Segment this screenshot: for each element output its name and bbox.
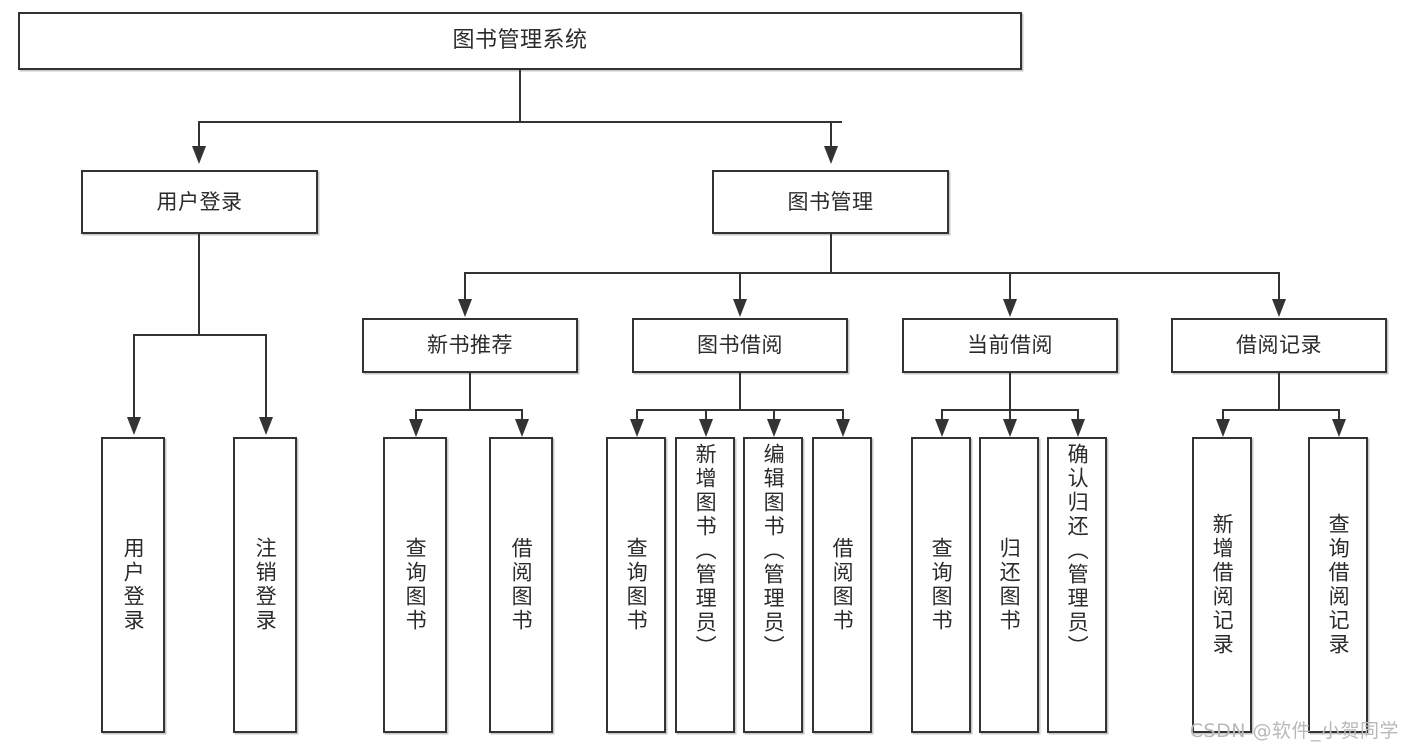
connector-root-bar [198,121,842,123]
node-label: 查询图书 [929,537,954,633]
node-leaf-query-record[interactable]: 查询借阅记录 [1308,437,1368,733]
connector-user-login-stem [198,234,200,335]
connector-drop-user-login [198,121,200,147]
node-label: 借阅图书 [509,537,534,633]
connector-borrow-record-stem [1278,373,1280,410]
connector-drop-leaf-logout [265,334,267,419]
connector-drop-query-book-2 [636,409,638,421]
connector-borrow-record-bar [1222,409,1339,411]
node-label: 查询图书 [624,537,649,633]
node-label: 注销登录 [253,537,278,633]
arrowhead-borrow-record [1272,299,1286,317]
node-label: 用户登录 [156,189,243,214]
connector-root-stem [519,70,521,122]
connector-drop-confirm-return [1077,409,1079,421]
connector-drop-add-record [1222,409,1224,421]
node-book-manage[interactable]: 图书管理 [712,170,949,234]
arrowhead-query-book-3 [935,419,949,437]
arrowhead-confirm-return [1071,419,1085,437]
arrowhead-query-record [1332,419,1346,437]
node-label: 用户登录 [121,537,146,633]
node-label: 新增图书（管理员） [693,443,718,659]
connector-drop-query-book-3 [941,409,943,421]
arrowhead-add-book [699,419,713,437]
connector-drop-new-book-rec [464,272,466,300]
node-leaf-add-record[interactable]: 新增借阅记录 [1192,437,1252,733]
node-current-borrow[interactable]: 当前借阅 [902,318,1118,373]
node-label: 当前借阅 [967,333,1053,358]
node-leaf-confirm-return[interactable]: 确认归还（管理员） [1047,437,1107,733]
node-user-login[interactable]: 用户登录 [81,170,318,234]
connector-drop-query-book-1 [415,409,417,421]
arrowhead-edit-book [767,419,781,437]
connector-drop-borrow-record [1278,272,1280,300]
connector-drop-query-record [1338,409,1340,421]
node-leaf-return-book[interactable]: 归还图书 [979,437,1039,733]
arrowhead-book-borrow [733,299,747,317]
node-label: 归还图书 [997,537,1022,633]
node-label: 确认归还（管理员） [1065,443,1090,659]
connector-book-borrow-bar [636,409,844,411]
node-label: 编辑图书（管理员） [761,443,786,659]
arrowhead-current-borrow [1003,299,1017,317]
arrowhead-leaf-logout [259,417,273,435]
arrowhead-query-book-1 [409,419,423,437]
connector-drop-book-manage [830,121,832,147]
node-leaf-query-book-1[interactable]: 查询图书 [383,437,447,733]
connector-user-login-bar [133,334,265,336]
connector-book-manage-stem [830,234,832,273]
node-leaf-borrow-book-1[interactable]: 借阅图书 [489,437,553,733]
node-root-system[interactable]: 图书管理系统 [18,12,1022,70]
connector-book-manage-bar [464,272,1280,274]
node-new-book-rec[interactable]: 新书推荐 [362,318,578,373]
connector-drop-book-borrow [739,272,741,300]
connector-drop-return-book [1009,409,1011,421]
node-label: 新书推荐 [427,333,513,358]
arrowhead-borrow-book-2 [836,419,850,437]
node-book-borrow[interactable]: 图书借阅 [632,318,848,373]
connector-drop-borrow-book-1 [521,409,523,421]
arrowhead-add-record [1216,419,1230,437]
connector-drop-leaf-user-login [133,334,135,419]
node-leaf-add-book[interactable]: 新增图书（管理员） [675,437,735,733]
connector-new-book-rec-stem [469,373,471,410]
node-label: 查询图书 [403,537,428,633]
node-label: 图书管理系统 [452,28,588,54]
arrowhead-new-book-rec [458,299,472,317]
node-label: 查询借阅记录 [1326,513,1351,657]
connector-current-borrow-stem [1009,373,1011,410]
arrowhead-user-login [192,146,206,164]
connector-book-borrow-stem [739,373,741,410]
arrowhead-query-book-2 [630,419,644,437]
node-leaf-user-login[interactable]: 用户登录 [101,437,165,733]
connector-drop-borrow-book-2 [842,409,844,421]
arrowhead-borrow-book-1 [515,419,529,437]
node-leaf-edit-book[interactable]: 编辑图书（管理员） [743,437,803,733]
node-leaf-logout[interactable]: 注销登录 [233,437,297,733]
arrowhead-return-book [1003,419,1017,437]
connector-new-book-rec-bar [415,409,523,411]
node-label: 图书管理 [787,189,874,214]
connector-drop-edit-book [773,409,775,421]
node-label: 借阅图书 [830,537,855,633]
node-borrow-record[interactable]: 借阅记录 [1171,318,1387,373]
connector-drop-current-borrow [1009,272,1011,300]
arrowhead-leaf-user-login [127,417,141,435]
arrowhead-book-manage [824,146,838,164]
connector-drop-add-book [705,409,707,421]
node-leaf-borrow-book-2[interactable]: 借阅图书 [812,437,872,733]
node-leaf-query-book-2[interactable]: 查询图书 [606,437,666,733]
node-label: 借阅记录 [1236,333,1322,358]
node-label: 图书借阅 [697,333,783,358]
node-label: 新增借阅记录 [1210,513,1235,657]
node-leaf-query-book-3[interactable]: 查询图书 [911,437,971,733]
